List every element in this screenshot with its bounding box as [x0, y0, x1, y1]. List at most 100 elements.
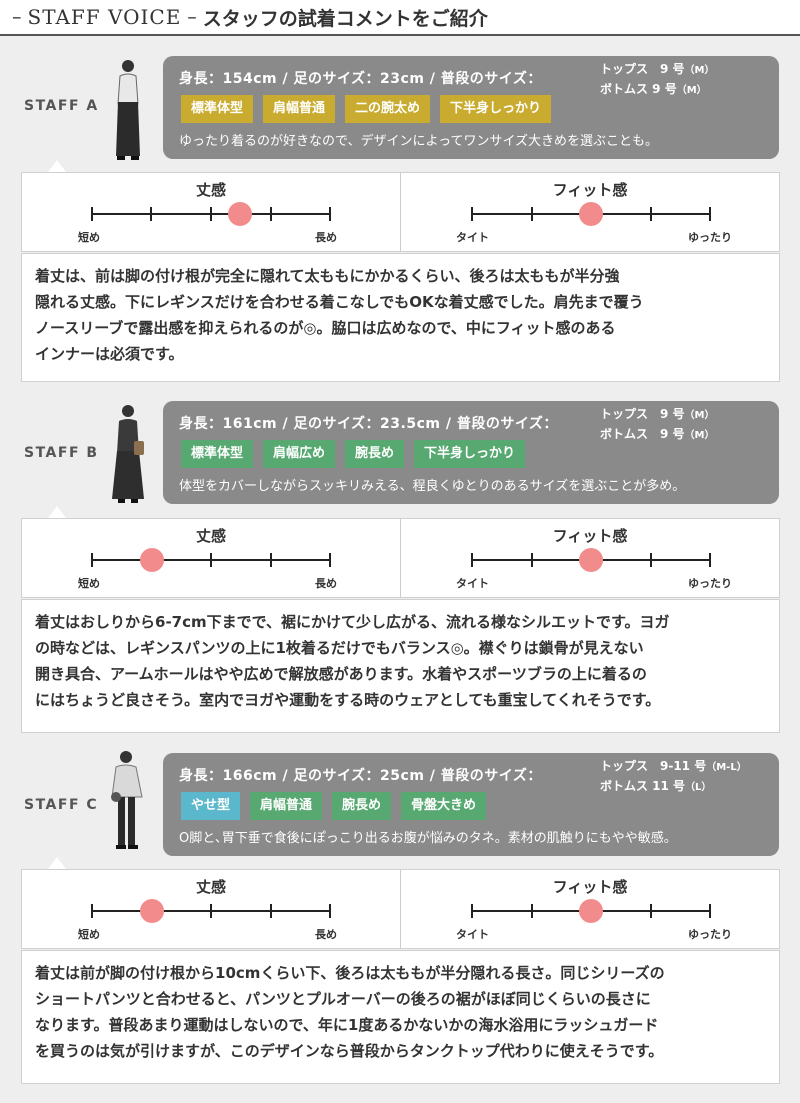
scale-tick — [531, 904, 533, 918]
bubble-tail — [48, 160, 66, 172]
staff-comment: O脚と､胃下垂で食後にぽっこり出るお腹が悩みのタネ。素材の肌触りにもやや敏感。 — [179, 831, 677, 846]
header-title-en: STAFF VOICE — [27, 5, 182, 29]
rating-box: 丈感 短め 長め フィット感 タイト ゆったり — [21, 172, 780, 252]
body-tag: 腕長め — [332, 792, 392, 820]
scale-label-long: 長め — [315, 577, 337, 590]
fitting-description: 着丈は前が脚の付け根から10cmくらい下、後ろは太ももが半分隠れる長さ。同じシリ… — [21, 950, 780, 1084]
scale-tick — [650, 904, 652, 918]
scale-tick — [270, 553, 272, 567]
staff-photo — [100, 56, 158, 166]
bottoms-size: ボトムス 9 号 — [600, 82, 677, 96]
bottoms-size: ボトムス 9 号 — [600, 427, 685, 441]
scale-tick — [210, 207, 212, 221]
scale-tick — [210, 904, 212, 918]
tops-size-letter: （M-L） — [706, 762, 747, 773]
body-type-tags: 標準体型 肩幅広め 腕長め 下半身しっかり — [181, 440, 526, 468]
scale-label-loose: ゆったり — [688, 577, 732, 590]
rating-box: 丈感 短め 長め フィット感 タイト ゆったり — [21, 518, 780, 598]
staff-comment: ゆったり着るのが好きなので、デザインによってワンサイズ大きめを選ぶことも。 — [179, 134, 659, 149]
scale-tick — [531, 207, 533, 221]
fit-scale: フィット感 タイト ゆったり — [401, 519, 779, 597]
scale-tick — [471, 207, 473, 221]
scale-tick — [471, 904, 473, 918]
fit-rating-dot — [579, 202, 603, 226]
body-tag: 肩幅普通 — [250, 792, 323, 820]
fit-scale: フィット感 タイト ゆったり — [401, 870, 779, 948]
body-tag: 標準体型 — [181, 95, 254, 123]
tops-size: トップス 9 号 — [600, 62, 685, 76]
length-scale-title: 丈感 — [195, 878, 226, 896]
fit-scale-title: フィット感 — [552, 878, 628, 896]
scale-label-tight: タイト — [456, 577, 489, 590]
fit-scale-title: フィット感 — [552, 527, 628, 545]
scale-label-short: 短め — [78, 928, 100, 941]
scale-tick — [150, 207, 152, 221]
description-line: インナーは必須です。 — [35, 345, 184, 363]
fit-rating-dot — [579, 899, 603, 923]
scale-label-short: 短め — [78, 231, 100, 244]
header-dash: – — [12, 6, 22, 28]
staff-stats: 身長：154cm / 足のサイズ：23cm / 普段のサイズ： — [179, 71, 542, 87]
description-line: 着丈は、前は脚の付け根が完全に隠れて太ももにかかるくらい、後ろは太ももが半分強 — [35, 267, 620, 285]
scale-label-tight: タイト — [456, 231, 489, 244]
bottoms-size-letter: （M） — [684, 430, 715, 441]
length-scale-title: 丈感 — [195, 181, 226, 199]
tops-size: トップス 9-11 号 — [600, 759, 707, 773]
body-type-tags: やせ型 肩幅普通 腕長め 骨盤大きめ — [181, 792, 487, 820]
scale-tick — [91, 553, 93, 567]
tops-size: トップス 9 号 — [600, 407, 685, 421]
usual-sizes: トップス 9-11 号（M-L） ボトムス 11 号（L） — [600, 757, 747, 797]
scale-tick — [329, 904, 331, 918]
description-line: なります。普段あまり運動はしないので、年に1度あるかないかの海水浴用にラッシュガ… — [35, 1016, 659, 1034]
body-tag: 腕長め — [345, 440, 405, 468]
body-tag: 下半身しっかり — [440, 95, 552, 123]
length-scale: 丈感 短め 長め — [22, 173, 400, 251]
body-tag: 肩幅普通 — [263, 95, 336, 123]
fitting-description: 着丈は、前は脚の付け根が完全に隠れて太ももにかかるくらい、後ろは太ももが半分強 … — [21, 253, 780, 382]
length-rating-dot — [140, 899, 164, 923]
scale-tick — [471, 553, 473, 567]
bubble-tail — [48, 857, 66, 869]
staff-comment: 体型をカバーしながらスッキリみえる、程良くゆとりのあるサイズを選ぶことが多め。 — [179, 479, 686, 494]
scale-tick — [91, 904, 93, 918]
staff-info-bubble: 身長：161cm / 足のサイズ：23.5cm / 普段のサイズ： トップス 9… — [163, 401, 779, 504]
fit-scale: フィット感 タイト ゆったり — [401, 173, 779, 251]
description-line: にはちょうど良さそう。室内でヨガや運動をする時のウェアとしても重宝してくれそうで… — [35, 691, 661, 709]
length-scale: 丈感 短め 長め — [22, 870, 400, 948]
fit-scale-title: フィット感 — [552, 181, 628, 199]
staff-info-bubble: 身長：166cm / 足のサイズ：25cm / 普段のサイズ： トップス 9-1… — [163, 753, 779, 856]
body-tag: 標準体型 — [181, 440, 254, 468]
scale-tick — [210, 553, 212, 567]
fitting-description: 着丈はおしりから6-7cm下までで、裾にかけて少し広がる、流れる様なシルエットで… — [21, 599, 780, 733]
rating-box: 丈感 短め 長め フィット感 タイト ゆったり — [21, 869, 780, 949]
body-tag: やせ型 — [181, 792, 241, 820]
scale-label-short: 短め — [78, 577, 100, 590]
description-line: 隠れる丈感。下にレギンスだけを合わせる着こなしでもOKな着丈感でした。肩先まで覆… — [35, 293, 644, 311]
body-tag: 下半身しっかり — [414, 440, 526, 468]
scale-tick — [709, 904, 711, 918]
header-dash: – — [187, 6, 197, 28]
scale-tick — [91, 207, 93, 221]
description-line: の時などは、レギンスパンツの上に1枚着るだけでもバランス◎。襟ぐりは鎖骨が見えな… — [35, 639, 644, 657]
scale-label-long: 長め — [315, 928, 337, 941]
body-tag: 肩幅広め — [263, 440, 336, 468]
scale-tick — [329, 553, 331, 567]
scale-label-long: 長め — [315, 231, 337, 244]
scale-tick — [650, 207, 652, 221]
staff-label: STAFF A — [24, 98, 99, 114]
description-line: 開き具合、アームホールはやや広めで解放感があります。水着やスポーツブラの上に着る… — [35, 665, 647, 683]
bottoms-size-letter: （M） — [676, 85, 707, 96]
bottoms-size-letter: （L） — [685, 782, 712, 793]
scale-tick — [270, 904, 272, 918]
bubble-tail — [48, 506, 66, 518]
divider — [400, 173, 401, 251]
description-line: を買うのは気が引けますが、このデザインなら普段からタンクトップ代わりに使えそうで… — [35, 1042, 664, 1060]
scale-tick — [270, 207, 272, 221]
length-rating-dot — [140, 548, 164, 572]
body-type-tags: 標準体型 肩幅普通 二の腕太め 下半身しっかり — [181, 95, 552, 123]
description-line: 着丈はおしりから6-7cm下までで、裾にかけて少し広がる、流れる様なシルエットで… — [35, 613, 670, 631]
description-line: ノースリーブで露出感を抑えられるのが◎。脇口は広めなので、中にフィット感のある — [35, 319, 616, 337]
body-tag: 二の腕太め — [345, 95, 431, 123]
staff-stats: 身長：166cm / 足のサイズ：25cm / 普段のサイズ： — [179, 768, 542, 784]
bottoms-size: ボトムス 11 号 — [600, 779, 686, 793]
